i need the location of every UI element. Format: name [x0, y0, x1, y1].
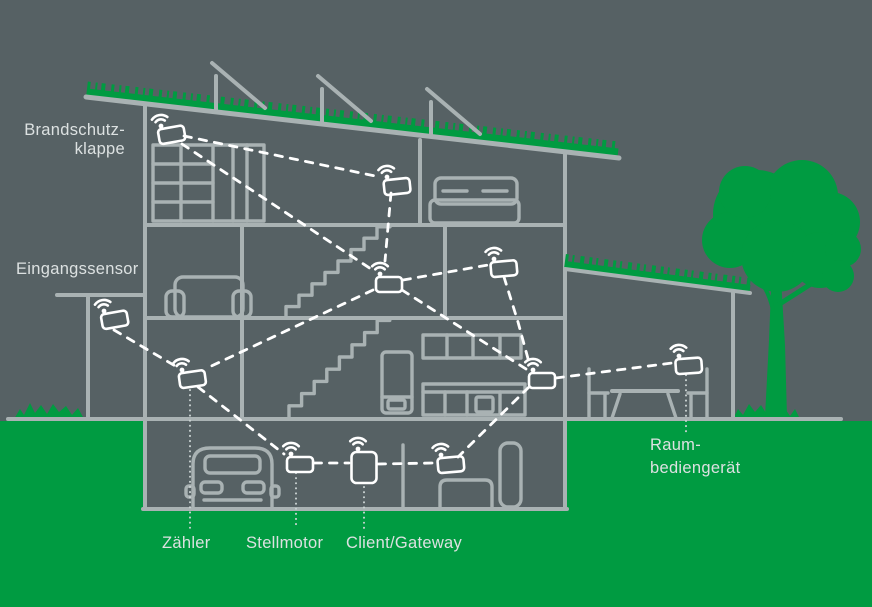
kitchen [380, 333, 527, 417]
eingangssensor-device [93, 295, 131, 332]
connection-line [401, 263, 490, 282]
stellmotor-device [281, 441, 315, 474]
solar-panels [210, 61, 482, 138]
sofa [164, 275, 253, 319]
car [184, 446, 281, 510]
connection-line [376, 461, 436, 466]
living-room-wifi-device [523, 357, 557, 390]
connection-line [203, 288, 375, 371]
label-zaehler: Zähler [162, 534, 211, 552]
connection-line [383, 191, 393, 263]
tree-canopy [702, 160, 861, 292]
connection-line [180, 142, 376, 273]
tree [702, 160, 861, 417]
oven-door [474, 395, 495, 414]
connection-line [112, 328, 179, 369]
porch-chair-left [587, 367, 610, 419]
grass-tuft-left [14, 403, 84, 419]
brandschutzklappe-device [150, 110, 188, 147]
label-stellmotor: Stellmotor [246, 534, 324, 552]
client-gateway-device [348, 436, 378, 485]
connection-line [554, 361, 674, 380]
counter [421, 382, 527, 417]
fridge [380, 350, 414, 415]
solar-panel [316, 74, 373, 125]
ground [0, 403, 872, 607]
label-raumbediengeraet: Raum- bediengerät [650, 436, 741, 477]
upper-room-wifi-device [483, 244, 519, 279]
basement-cabinet [438, 478, 494, 510]
label-leader-lines [189, 374, 687, 529]
wireless-connections [112, 134, 674, 466]
porch-roof [563, 254, 752, 419]
connection-line [182, 134, 382, 179]
label-brandschutzklappe: Brandschutz- klappe [24, 121, 125, 158]
green-roof [83, 81, 622, 161]
shelf-unit [151, 143, 266, 223]
raumbediengeraet-device [669, 342, 704, 376]
basement-door [498, 441, 523, 509]
porch-chair-right [686, 367, 709, 419]
stairs-upper [284, 225, 392, 320]
label-client-gateway: Client/Gateway [346, 534, 463, 552]
stairs-lower [287, 318, 392, 420]
central-wifi-device [370, 261, 404, 294]
solar-panel [210, 61, 267, 112]
zaehler-device [171, 354, 208, 391]
basement-wifi-device [430, 440, 466, 475]
label-eingangssensor: Eingangssensor [16, 260, 139, 278]
connection-line [196, 385, 286, 456]
porch-table [610, 389, 680, 420]
bed [428, 176, 521, 225]
bedroom-wifi-device [376, 162, 413, 198]
entrance-canopy [55, 293, 147, 419]
connection-line [502, 275, 532, 368]
solar-panel [425, 87, 482, 138]
connection-line [456, 385, 531, 459]
